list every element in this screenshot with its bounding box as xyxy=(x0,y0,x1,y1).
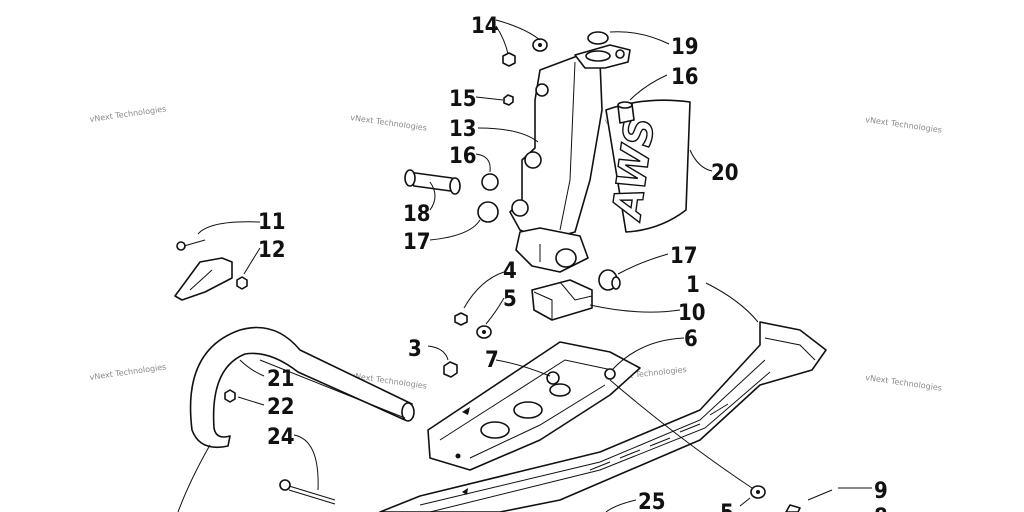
watermark: vNext Technologies xyxy=(89,104,167,124)
callout-label: 19 xyxy=(671,35,699,60)
callout-label: 13 xyxy=(449,117,477,142)
callout-label: 16 xyxy=(671,65,699,90)
callout-label: 12 xyxy=(258,238,286,263)
callout-label: 20 xyxy=(711,161,739,186)
callout-label: 17 xyxy=(670,244,698,269)
callout-label: 8 xyxy=(874,505,888,512)
ski-loop xyxy=(189,326,415,449)
callout-label: 5 xyxy=(720,501,734,512)
callout-label: 21 xyxy=(267,367,295,392)
watermark: vNext Technologies xyxy=(350,113,428,133)
callout-label: 11 xyxy=(258,210,286,235)
callout-label: 18 xyxy=(403,202,431,227)
callout-label: 3 xyxy=(408,337,422,362)
callout-label: 6 xyxy=(684,327,698,352)
watermark: vNext Technologies xyxy=(865,373,943,393)
callout-label: 16 xyxy=(449,144,477,169)
watermark: vNext Technologies xyxy=(865,115,943,135)
callout-label: 14 xyxy=(471,14,499,39)
spindle xyxy=(509,31,631,273)
callout-label: 17 xyxy=(403,230,431,255)
callout-label: 4 xyxy=(503,259,517,284)
spindle-bracket xyxy=(427,341,641,495)
callout-label: 1 xyxy=(686,273,700,298)
leader-lines xyxy=(177,19,872,512)
callout-label: 5 xyxy=(503,287,517,312)
callout-label: 22 xyxy=(267,395,295,420)
callout-label: 15 xyxy=(449,87,477,112)
callout-label: 25 xyxy=(638,490,666,512)
callout-label: 7 xyxy=(485,348,499,373)
ski xyxy=(379,321,827,512)
callout-label: 10 xyxy=(678,301,706,326)
callout-label: 9 xyxy=(874,479,888,504)
callout-label: 24 xyxy=(267,425,295,450)
decal: AWS xyxy=(603,99,691,233)
watermark: vNext Technologies xyxy=(89,362,167,382)
small-parts xyxy=(174,38,833,512)
callout-labels: 14 19 15 16 13 16 20 18 17 11 12 17 4 1 … xyxy=(258,14,888,512)
